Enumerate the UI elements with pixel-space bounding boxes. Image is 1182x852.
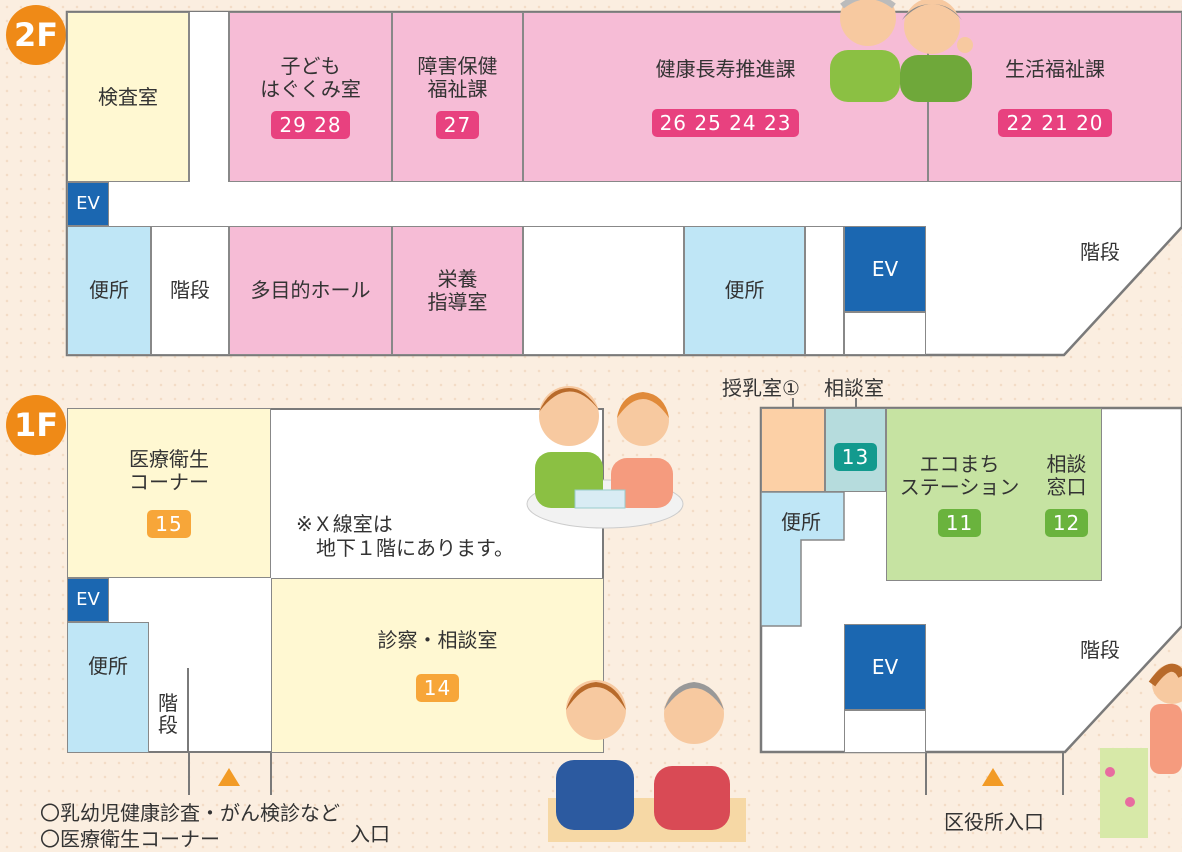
entrance-left-line-b [270,753,272,795]
room-medical-hygiene-number: 15 [147,510,191,538]
room-nutrition-label: 栄養 指導室 [427,266,488,314]
room-health-longevity-number: 26 25 24 23 [651,108,800,137]
xray-note: ※Ｘ線室は 地下１階にあります。 [296,512,514,560]
entrance-left-note: 〇乳幼児健康診査・がん検診など 〇医療衛生コーナー [40,801,340,851]
eco-station-block[interactable]: エコまち ステーション 11 [899,451,1020,537]
ev-2f-right-label: EV [871,256,899,281]
room-inspection[interactable]: 検査室 [67,12,189,182]
ev-1f-right[interactable]: EV [844,624,926,710]
toilet-2f-mid[interactable]: 便所 [684,226,805,355]
ev-1f-right-base [844,710,926,753]
room-2f-blank [523,226,684,355]
room-2f-narrow [805,226,844,355]
entrance-left-arrow [218,768,240,786]
consult-room-label[interactable]: 相談室 [824,376,884,400]
room-exam-consult[interactable]: 診察・相談室 14 [271,578,604,753]
eco-station-number: 11 [937,508,982,537]
entrance-right-line-b [1062,753,1064,795]
room-life-welfare-number: 22 21 20 [998,108,1112,137]
room-medical-hygiene-label: 医療衛生 コーナー [129,447,209,494]
room-life-welfare-label: 生活福祉課 [1005,56,1105,81]
toilet-2f-left[interactable]: 便所 [67,226,151,355]
room-multipurpose-hall-label: 多目的ホール [250,278,371,302]
consult-window-number: 12 [1044,508,1089,537]
consult-window-label: 相談 窓口 [1046,451,1087,499]
ev-2f-left[interactable]: EV [67,182,109,226]
room-disability-welfare[interactable]: 障害保健 福祉課 27 [392,12,523,182]
room-eco-consult[interactable]: エコまち ステーション 11 相談 窓口 12 [886,408,1102,581]
toilet-1f-left[interactable]: 便所 [67,622,149,753]
stairs-2f-left[interactable]: 階段 [151,226,229,355]
room-exam-consult-label: 診察・相談室 [377,628,498,652]
room-health-longevity-label: 健康長寿推進課 [655,56,796,81]
doctor-patient-illustration [548,680,746,842]
consultation-table-illustration [526,386,684,529]
room-consult-number: 13 [833,443,878,471]
guide-staff-illustration [1100,663,1182,838]
entrance-left-line-a [188,753,190,795]
toilet-1f-right-shape [761,492,845,627]
room-life-welfare[interactable]: 生活福祉課 22 21 20 [928,12,1182,182]
room-inspection-label: 検査室 [98,84,158,109]
room-exam-consult-number: 14 [415,674,460,702]
stairs-2f-right-label[interactable]: 階段 [1080,240,1120,264]
room-disability-welfare-label: 障害保健 福祉課 [417,54,498,101]
room-multipurpose-hall[interactable]: 多目的ホール [229,226,392,355]
elderly-couple-illustration [830,0,973,102]
ev-1f-right-label: EV [871,654,899,679]
toilet-2f-left-label: 便所 [89,278,129,302]
entrance-left-label[interactable]: 入口 [350,822,390,846]
stairs-2f-left-label: 階段 [170,278,210,302]
room-disability-welfare-number: 27 [435,111,480,139]
ev-1f-left[interactable]: EV [67,578,109,622]
consult-window-block[interactable]: 相談 窓口 12 [1044,451,1089,537]
entrance-right-label[interactable]: 区役所入口 [944,810,1044,834]
room-consult[interactable]: 13 [825,408,886,492]
entrance-right-line-a [925,753,927,795]
ev-2f-left-label: EV [76,192,100,214]
stairs-1f-left-label[interactable]: 階 段 [158,691,178,737]
stairs-1f-right-label[interactable]: 階段 [1080,638,1120,662]
room-kids[interactable]: 子ども はぐくみ室 29 28 [229,12,392,182]
corridor-2f-vertical [189,12,229,182]
nursing-room-label[interactable]: 授乳室① [722,376,800,400]
eco-station-label: エコまち ステーション [899,451,1020,499]
toilet-1f-left-label: 便所 [88,654,128,678]
room-kids-number: 29 28 [271,111,350,139]
toilet-1f-right-label[interactable]: 便所 [781,510,821,534]
room-kids-label: 子ども はぐくみ室 [260,54,361,101]
entrance-right-arrow [982,768,1004,786]
ev-2f-right[interactable]: EV [844,226,926,312]
room-medical-hygiene[interactable]: 医療衛生 コーナー 15 [67,408,271,578]
ev-1f-left-label: EV [76,588,100,610]
ev-2f-right-base [844,312,926,355]
toilet-2f-mid-label: 便所 [724,278,765,302]
floor-badge-1f: 1F [6,395,66,455]
room-nutrition[interactable]: 栄養 指導室 [392,226,523,355]
room-nursing[interactable] [761,408,825,492]
floor-badge-2f: 2F [6,5,66,65]
stairs-1f-left-divider [187,668,189,753]
